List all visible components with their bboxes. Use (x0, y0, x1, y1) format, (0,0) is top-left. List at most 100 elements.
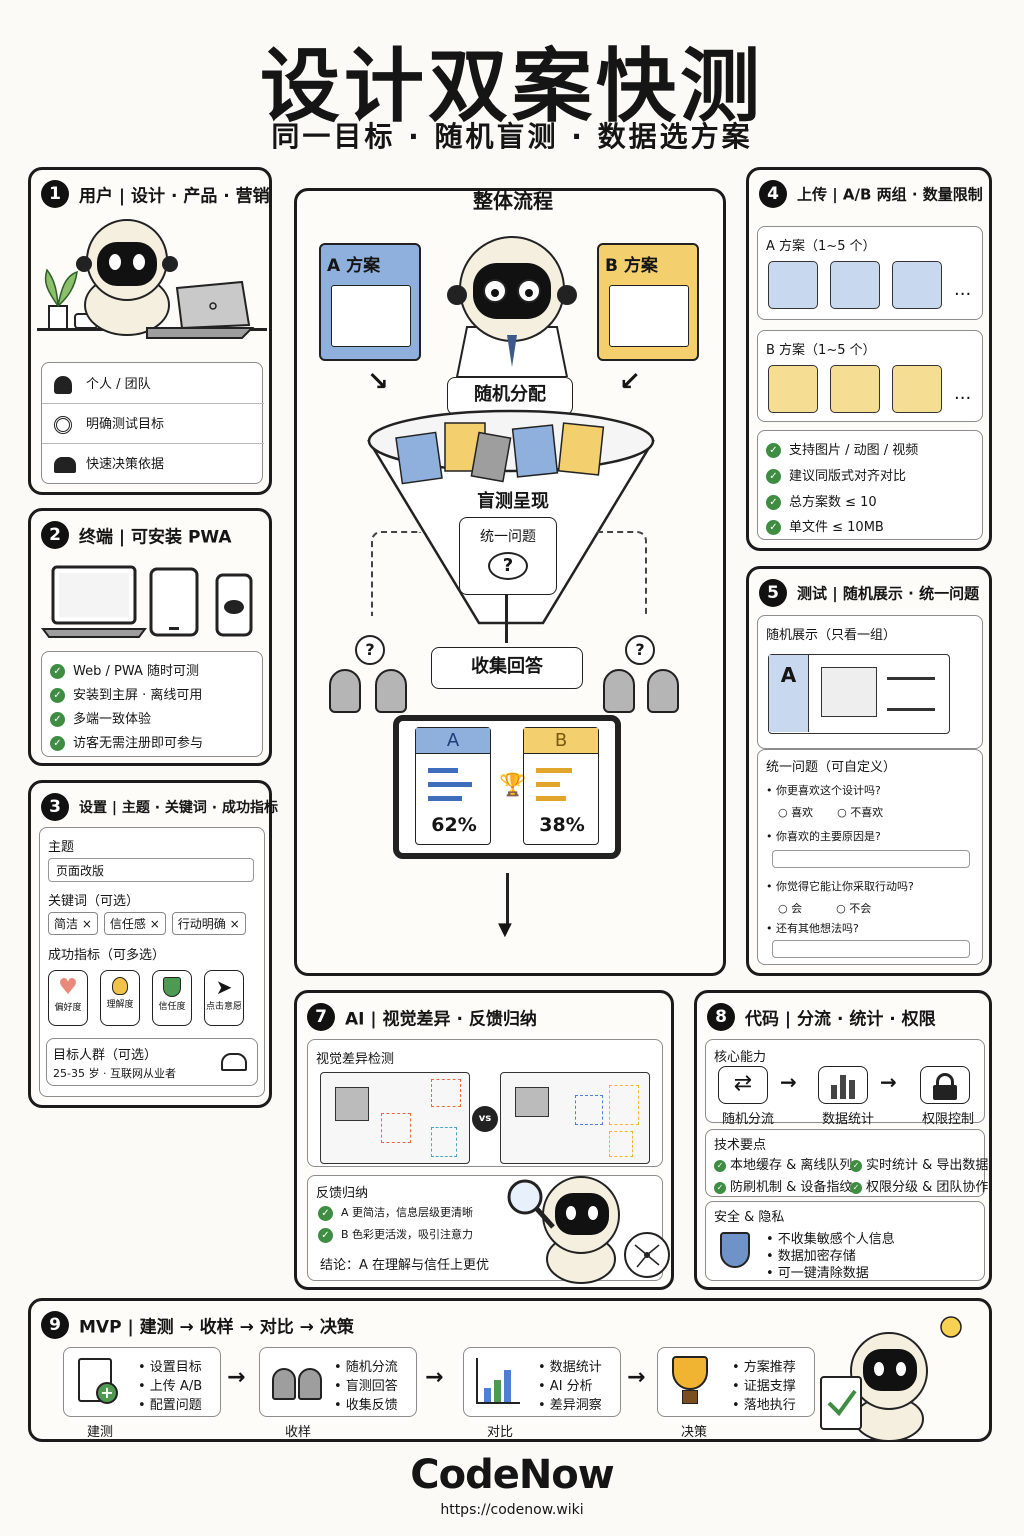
lock-icon (920, 1066, 970, 1104)
highlight-box (431, 1079, 461, 1107)
user-icon (375, 669, 407, 713)
radio-dislike[interactable]: ○ 不喜欢 (837, 806, 884, 819)
mvp-step-label: 收样 (285, 1425, 312, 1440)
image-placeholder-icon (821, 667, 877, 717)
users-icon (54, 456, 76, 473)
radio-like[interactable]: ○ 喜欢 (778, 806, 814, 819)
metric-click-intent[interactable]: ➤点击意愿 (204, 970, 244, 1026)
metric-trust[interactable]: 信任度 (152, 970, 192, 1026)
user-types-list: 个人 / 团队 明确测试目标 快速决策依据 (41, 362, 264, 484)
check-icon: ✓ (714, 1181, 726, 1194)
users-icon (221, 1053, 247, 1071)
other-thoughts-input[interactable] (772, 940, 970, 958)
check-icon: ✓ (766, 469, 781, 484)
highlight-box (575, 1095, 603, 1125)
keyword-tag[interactable]: 信任感 × (103, 912, 166, 935)
bar-blue (428, 796, 462, 801)
image-thumb-b[interactable] (892, 365, 942, 413)
check-icon: ✓ (850, 1159, 862, 1172)
image-placeholder-icon (335, 1087, 369, 1121)
random-display: 随机展示（只看一组） A (757, 615, 983, 749)
list-item: ✓Web / PWA 随时可测 (50, 660, 199, 679)
upload-group-b: B 方案（1~5 个） ... (757, 330, 983, 422)
dashed-arrow-right (597, 531, 647, 616)
step-number: 1 (41, 180, 69, 208)
cursor-icon: ➤ (215, 975, 233, 999)
results-screen: A 62% 🏆 B 38% (393, 715, 621, 859)
step-number: 5 (759, 579, 787, 607)
reason-input[interactable] (772, 850, 970, 868)
image-placeholder-icon (515, 1087, 549, 1117)
audience-field[interactable]: 目标人群（可选） 25-35 岁 · 互联网从业者 (46, 1038, 258, 1086)
list-item: ✓建议同版式对齐对比 (766, 465, 906, 484)
image-thumb-b[interactable] (768, 365, 818, 413)
image-placeholder-icon (331, 285, 411, 347)
check-icon: ✓ (850, 1181, 862, 1194)
dashed-arrow-left (371, 531, 421, 616)
bar-yellow (536, 768, 572, 773)
bar-yellow (536, 782, 560, 787)
site-url[interactable]: https://codenow.wiki (440, 1502, 584, 1518)
question-bubble-icon: ? (488, 552, 528, 580)
mvp-step-build: + • 设置目标 • 上传 A/B • 配置问题 (63, 1347, 221, 1417)
image-thumb-a[interactable] (768, 261, 818, 309)
random-assign-box: 随机分配 (447, 377, 573, 415)
check-icon: ✓ (50, 712, 65, 727)
upload-group-a: A 方案（1~5 个） ... (757, 226, 983, 320)
check-icon: ✓ (766, 520, 781, 535)
arrow-down-icon (505, 595, 508, 643)
panel-title: 上传 | A/B 两组 · 数量限制 (797, 185, 983, 204)
bar-chart-icon (818, 1066, 868, 1104)
check-icon: ✓ (766, 443, 781, 458)
image-thumb-a[interactable] (892, 261, 942, 309)
keyword-tag[interactable]: 行动明确 × (171, 912, 246, 935)
text-lines-icon (887, 677, 935, 711)
page-subtitle: 同一目标 · 随机盲测 · 数据选方案 (271, 120, 753, 153)
list-item: ✓多端一致体验 (50, 708, 151, 727)
keyword-tag[interactable]: 简洁 × (48, 912, 98, 935)
plan-b-card: B 方案 (597, 243, 699, 361)
mvp-step-decide: • 方案推荐 • 证据支撑 • 落地执行 (657, 1347, 815, 1417)
people-icon (298, 1368, 322, 1400)
heart-icon: ♥ (58, 975, 78, 1000)
keyword-tags: 简洁 ×信任感 ×行动明确 × (48, 912, 252, 935)
bar-blue (428, 768, 458, 773)
arrow-icon: → (227, 1365, 246, 1390)
check-icon: ✓ (766, 495, 781, 510)
question-bubble-icon: ? (355, 635, 385, 665)
list-item: ✓权限分级 & 团队协作 (850, 1176, 988, 1195)
mvp-step-label: 决策 (681, 1425, 708, 1440)
radio-no[interactable]: ○ 不会 (836, 902, 872, 915)
mascot-clipboard-illustration (820, 1316, 962, 1441)
step-number: 8 (707, 1003, 735, 1031)
panel-flow: 整体流程 A 方案 B 方案 ↘ ↙ 随机分配 盲测呈现 统一问题 ? (294, 188, 726, 976)
metric-preference[interactable]: ♥偏好度 (48, 970, 88, 1026)
trophy-icon (672, 1356, 708, 1390)
arrow-icon: → (880, 1070, 897, 1094)
panel-title: 用户 | 设计 · 产品 · 营销 (79, 186, 270, 207)
tech-points: 技术要点 ✓本地缓存 & 离线队列 ✓实时统计 & 导出数据 ✓防刷机制 & 设… (705, 1129, 988, 1197)
shuffle-icon: ⇄ (718, 1066, 768, 1104)
plan-a-card: A 方案 (319, 243, 421, 361)
highlight-box (381, 1113, 411, 1143)
brand-logo: CodeNow (410, 1452, 615, 1498)
user-icon (329, 669, 361, 713)
metric-understanding[interactable]: 理解度 (100, 970, 140, 1026)
radio-yes[interactable]: ○ 会 (778, 902, 803, 915)
group-tag: A (769, 655, 809, 732)
result-card-a: A 62% (415, 727, 491, 845)
visual-diff-section: 视觉差异检测 vs (307, 1039, 663, 1167)
topic-input[interactable]: 页面改版 (48, 858, 254, 882)
keywords-label: 关键词（可选） (48, 894, 140, 909)
bar-blue (428, 782, 472, 787)
image-thumb-a[interactable] (830, 261, 880, 309)
panel-title: 代码 | 分流 · 统计 · 权限 (745, 1009, 936, 1030)
check-icon: ✓ (50, 664, 65, 679)
collect-answers-box: 收集回答 (431, 647, 583, 689)
image-thumb-b[interactable] (830, 365, 880, 413)
devices-illustration (41, 565, 253, 638)
check-icon: ✓ (318, 1205, 333, 1221)
